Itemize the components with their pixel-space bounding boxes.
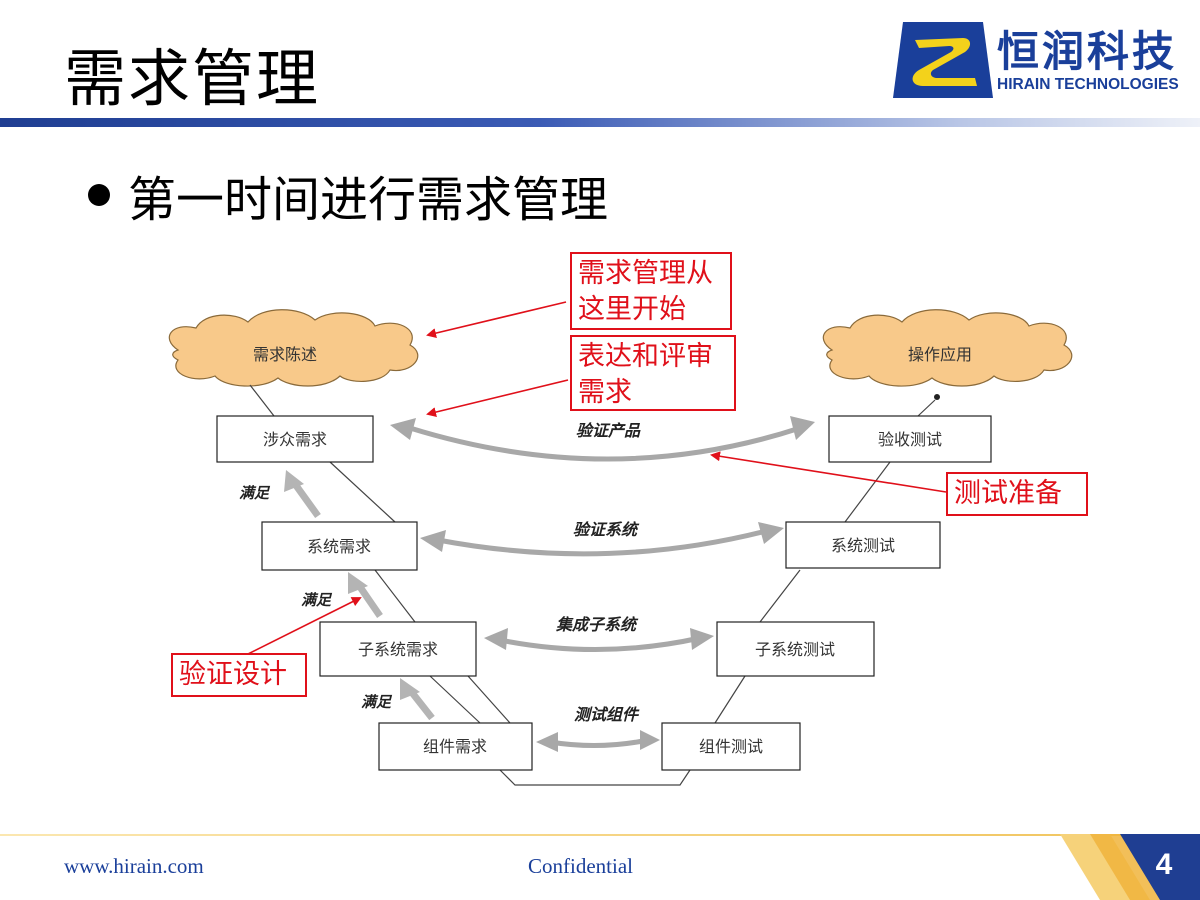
v-line-left-4	[467, 675, 511, 724]
arrowhead-up-icon	[284, 470, 304, 492]
v-line-left-top	[249, 384, 275, 417]
v-line-right-2	[759, 569, 801, 623]
link-integrate-subsystem: 集成子系统	[484, 615, 714, 653]
cloud-right-label: 操作应用	[908, 345, 972, 364]
link-test-component: 测试组件	[536, 705, 660, 752]
box-label: 系统测试	[831, 536, 895, 555]
arrowhead-up-icon	[348, 572, 368, 594]
v-line-bottom	[499, 769, 691, 786]
arrowhead-right-icon	[690, 628, 714, 650]
footer-website: www.hirain.com	[64, 854, 204, 878]
link-label: 测试组件	[574, 705, 640, 724]
box-label: 验收测试	[878, 430, 942, 449]
satisfy-label: 满足	[361, 693, 393, 711]
box-component-requirements: 组件需求	[378, 722, 533, 771]
arrowhead-left-icon	[390, 418, 416, 440]
box-label: 涉众需求	[263, 430, 327, 449]
arrowhead-left-icon	[420, 530, 446, 552]
callout-pointer-express	[426, 379, 569, 417]
footer-confidential: Confidential	[528, 854, 633, 878]
satisfy-arrow-3: 满足	[361, 678, 435, 721]
link-label: 验证系统	[573, 520, 640, 539]
arrowhead-left-icon	[484, 628, 508, 650]
callout-start: 需求管理从这里开始	[570, 252, 732, 330]
box-component-test: 组件测试	[661, 722, 801, 771]
v-line-left-1	[329, 461, 396, 523]
v-line-right-3	[714, 675, 746, 724]
link-verify-product: 验证产品	[390, 416, 815, 462]
title-rule	[0, 118, 1200, 127]
callout-pointer-start	[426, 301, 567, 339]
box-acceptance-test: 验收测试	[828, 415, 992, 463]
link-verify-system: 验证系统	[420, 520, 784, 557]
box-label: 子系统需求	[358, 640, 438, 659]
arrowhead-right-icon	[758, 522, 784, 544]
callout-test-prep: 测试准备	[946, 472, 1088, 516]
v-line-right-top	[917, 399, 936, 417]
page-title: 需求管理	[64, 42, 321, 115]
v-line-left-2	[374, 569, 416, 623]
box-label: 组件测试	[699, 737, 763, 756]
page-number: 4	[1155, 848, 1173, 881]
box-subsystem-requirements: 子系统需求	[319, 621, 477, 677]
callout-verify-design: 验证设计	[171, 653, 307, 697]
footer-rule	[0, 834, 1200, 836]
cloud-left-label: 需求陈述	[253, 345, 317, 364]
company-logo: 恒润科技 HIRAIN TECHNOLOGIES	[893, 22, 1183, 98]
footer-corner-decoration	[1060, 834, 1200, 900]
box-label: 组件需求	[423, 737, 487, 756]
box-stakeholder-requirements: 涉众需求	[216, 415, 374, 463]
box-system-requirements: 系统需求	[261, 521, 418, 571]
cloud-requirement-statement: 需求陈述	[168, 309, 419, 387]
v-line-left-3	[429, 675, 481, 724]
logo-english-name: HIRAIN TECHNOLOGIES	[997, 76, 1179, 93]
bullet-text: 第一时间进行需求管理	[128, 172, 609, 228]
box-label: 子系统测试	[755, 640, 835, 659]
callout-pointer-verify-design	[243, 597, 362, 657]
v-line-right-1	[844, 461, 891, 523]
satisfy-arrow-1: 满足	[239, 470, 321, 519]
bullet-dot-icon	[88, 184, 110, 206]
v-right-dot	[934, 394, 940, 400]
v-outline	[249, 384, 936, 786]
satisfy-label: 满足	[301, 591, 333, 609]
arrowhead-up-icon	[400, 678, 420, 700]
callout-express: 表达和评审需求	[570, 335, 736, 411]
bullet-item: 第一时间进行需求管理	[88, 160, 608, 230]
satisfy-arrow-2: 满足	[301, 572, 383, 618]
box-subsystem-test: 子系统测试	[716, 621, 875, 677]
logo-chinese-name: 恒润科技	[997, 27, 1178, 76]
box-label: 系统需求	[307, 537, 371, 556]
link-label: 集成子系统	[555, 615, 639, 634]
arrowhead-right-icon	[790, 416, 815, 440]
arrowhead-left-icon	[536, 732, 558, 752]
logo-mark-icon	[893, 22, 993, 98]
cloud-operational-use: 操作应用	[822, 309, 1073, 387]
satisfy-label: 满足	[239, 484, 271, 502]
arrowhead-right-icon	[640, 730, 660, 750]
callout-pointer-test-prep	[710, 451, 947, 493]
box-system-test: 系统测试	[785, 521, 941, 569]
link-label: 验证产品	[576, 421, 641, 440]
